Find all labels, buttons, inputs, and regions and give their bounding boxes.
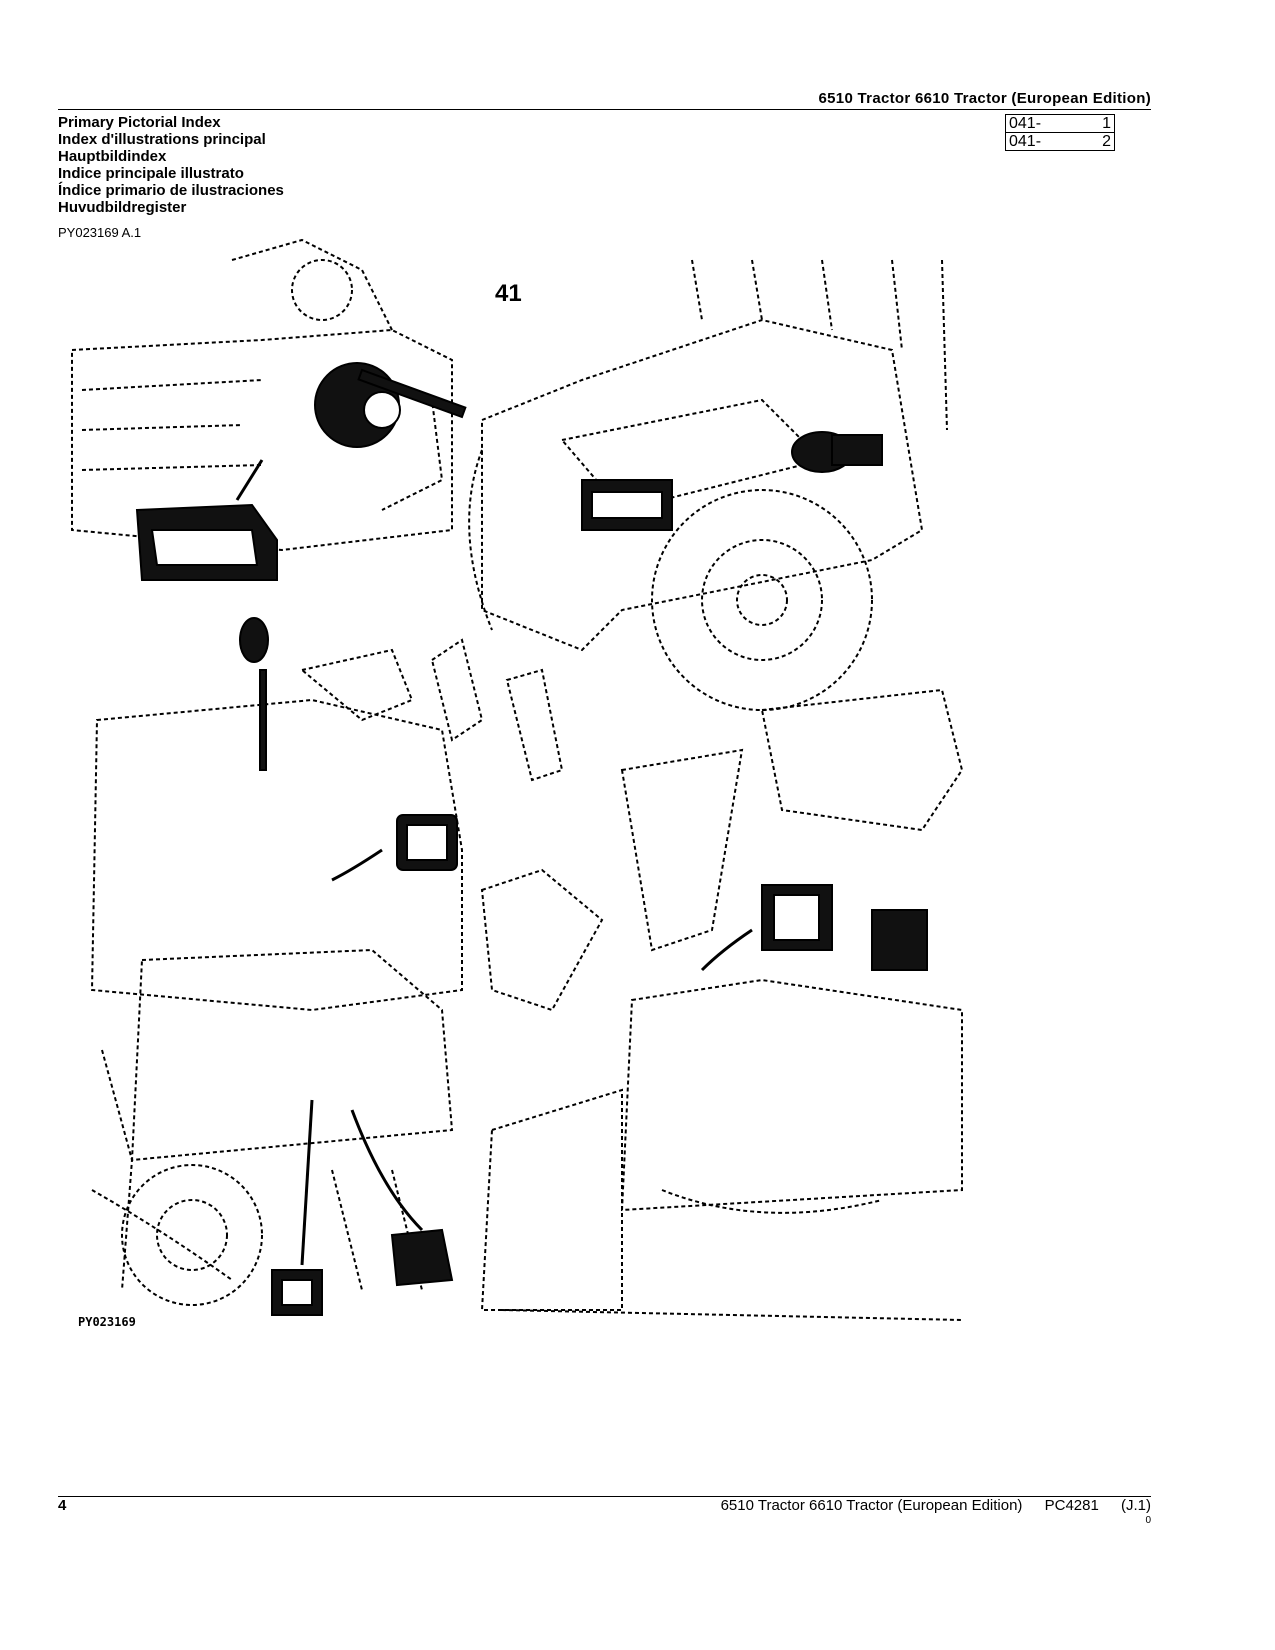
tractor-cab-drawing <box>480 978 963 1321</box>
battery-icon <box>581 479 673 531</box>
tractor-rear-drawing <box>90 698 463 1306</box>
reference-code: 041- <box>1009 133 1042 150</box>
alternator-icon <box>314 362 467 448</box>
square-work-lamp-icon <box>761 884 928 971</box>
header-rule <box>58 109 1151 110</box>
reference-page: 2 <box>1102 133 1111 150</box>
footer-text: 6510 Tractor 6610 Tractor (European Edit… <box>721 1497 1151 1514</box>
pictorial-illustration <box>71 238 964 1321</box>
footer-doc-code: PC4281 <box>1044 1497 1099 1514</box>
title-french: Index d'illustrations principal <box>58 131 266 148</box>
beacon-light-icon <box>239 617 269 771</box>
drawing-code: PY023169 <box>78 1315 136 1329</box>
index-titles: Primary Pictorial Index Index d'illustra… <box>58 114 284 216</box>
tractor-front-drawing <box>468 259 948 711</box>
regulator-icon <box>135 503 278 581</box>
wiring-connectors-drawing <box>299 638 964 1012</box>
section-number: 41 <box>495 280 522 307</box>
page-number: 4 <box>58 1497 67 1514</box>
title-german: Hauptbildindex <box>58 148 167 165</box>
rear-lamp-icons <box>271 1228 454 1316</box>
title-spanish: Índice primario de ilustraciones <box>58 182 284 199</box>
arrow-icons <box>235 459 753 1266</box>
starter-motor-icon <box>791 431 883 473</box>
reference-row[interactable]: 041- 1 <box>1005 114 1115 133</box>
footer-small-mark: 0 <box>1145 1515 1151 1526</box>
title-italian: Indice principale illustrato <box>58 165 244 182</box>
reference-page: 1 <box>1083 114 1115 133</box>
figure-id: PY023169 A.1 <box>58 225 142 240</box>
reference-code: 041- <box>1005 114 1084 133</box>
reference-row[interactable]: 041- 2 <box>1006 133 1115 151</box>
footer-title: 6510 Tractor 6610 Tractor (European Edit… <box>720 1497 1023 1514</box>
footer-revision: (J.1) <box>1121 1497 1151 1514</box>
footer-rule <box>58 1496 1151 1497</box>
header-title: 6510 Tractor 6610 Tractor (European Edit… <box>818 90 1151 107</box>
reference-table: 041- 1 041- 2 <box>1005 114 1115 151</box>
title-english: Primary Pictorial Index <box>58 114 221 131</box>
title-swedish: Huvudbildregister <box>58 199 187 216</box>
work-lamp-icon <box>396 814 458 871</box>
